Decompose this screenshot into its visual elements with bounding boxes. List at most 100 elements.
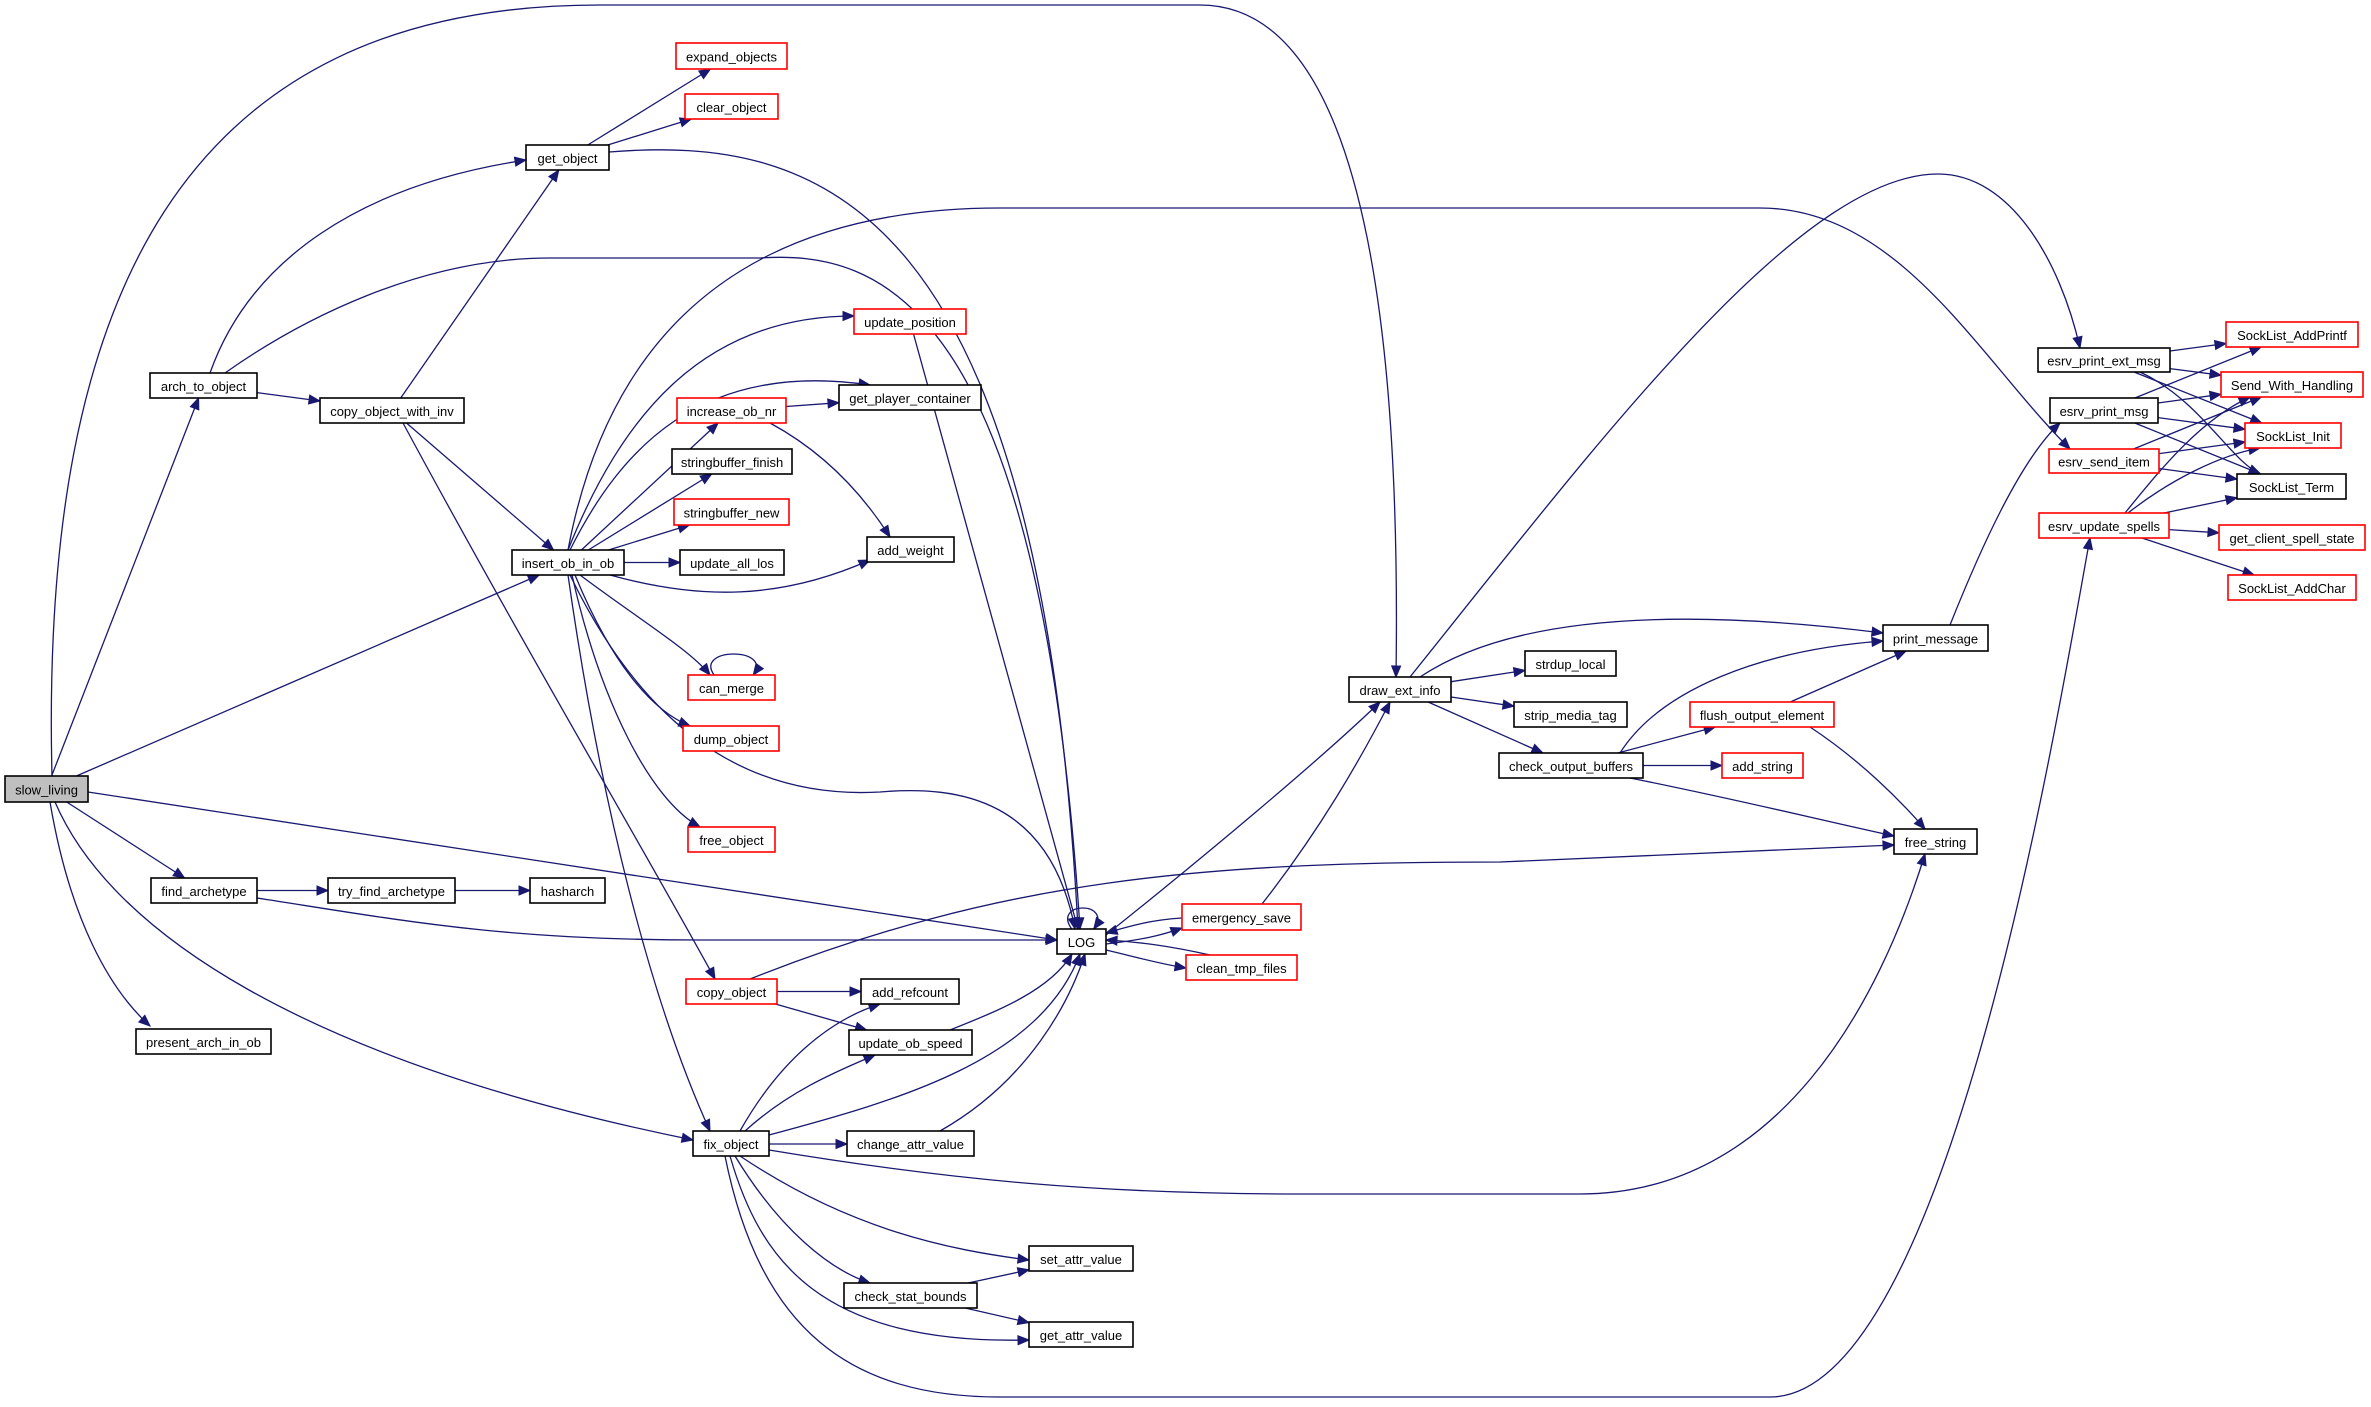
- node-box[interactable]: [843, 1282, 978, 1309]
- node-change_attr_value[interactable]: change_attr_value: [846, 1130, 975, 1157]
- node-box[interactable]: [848, 1029, 973, 1056]
- node-box[interactable]: [1028, 1245, 1134, 1272]
- node-copy_object_with_inv[interactable]: copy_object_with_inv: [319, 397, 465, 424]
- node-box[interactable]: [525, 144, 610, 171]
- node-can_merge[interactable]: can_merge: [687, 674, 776, 701]
- node-add_weight[interactable]: add_weight: [866, 536, 955, 563]
- node-clear_object[interactable]: clear_object: [684, 93, 779, 120]
- node-box[interactable]: [685, 978, 778, 1005]
- node-box[interactable]: [692, 1130, 770, 1157]
- node-free_object[interactable]: free_object: [687, 826, 776, 853]
- node-box[interactable]: [1893, 828, 1978, 855]
- node-box[interactable]: [866, 536, 955, 563]
- node-box[interactable]: [149, 372, 258, 399]
- node-box[interactable]: [511, 549, 625, 576]
- node-strdup_local[interactable]: strdup_local: [1524, 650, 1617, 677]
- node-box[interactable]: [673, 498, 790, 526]
- node-box[interactable]: [1348, 676, 1452, 703]
- node-try_find_archetype[interactable]: try_find_archetype: [327, 877, 456, 904]
- node-Send_With_Handling[interactable]: Send_With_Handling: [2220, 371, 2364, 398]
- node-box[interactable]: [687, 674, 776, 701]
- node-box[interactable]: [2227, 574, 2357, 601]
- node-emergency_save[interactable]: emergency_save: [1181, 903, 1302, 931]
- node-add_refcount[interactable]: add_refcount: [860, 978, 960, 1005]
- node-free_string[interactable]: free_string: [1893, 828, 1978, 855]
- node-get_player_container[interactable]: get_player_container: [838, 384, 982, 411]
- node-arch_to_object[interactable]: arch_to_object: [149, 372, 258, 399]
- node-expand_objects[interactable]: expand_objects: [675, 42, 788, 70]
- node-box[interactable]: [1721, 752, 1804, 779]
- node-box[interactable]: [2037, 347, 2171, 373]
- node-strip_media_tag[interactable]: strip_media_tag: [1513, 701, 1628, 728]
- node-box[interactable]: [2049, 397, 2159, 424]
- node-copy_object[interactable]: copy_object: [685, 978, 778, 1005]
- node-present_arch_in_ob[interactable]: present_arch_in_ob: [135, 1028, 272, 1055]
- node-box[interactable]: [838, 384, 982, 411]
- node-box[interactable]: [150, 877, 258, 904]
- node-box[interactable]: [684, 93, 779, 120]
- node-box[interactable]: [682, 725, 780, 752]
- node-add_string[interactable]: add_string: [1721, 752, 1804, 779]
- node-get_object[interactable]: get_object: [525, 144, 610, 171]
- node-box[interactable]: [2038, 512, 2170, 539]
- node-SockList_Term[interactable]: SockList_Term: [2236, 473, 2347, 500]
- node-get_attr_value[interactable]: get_attr_value: [1028, 1321, 1134, 1348]
- node-check_output_buffers[interactable]: check_output_buffers: [1498, 752, 1644, 779]
- node-LOG[interactable]: LOG: [1056, 928, 1107, 955]
- node-esrv_print_msg[interactable]: esrv_print_msg: [2049, 397, 2159, 424]
- node-esrv_send_item[interactable]: esrv_send_item: [2048, 448, 2160, 474]
- node-box[interactable]: [1498, 752, 1644, 779]
- node-box[interactable]: [1056, 928, 1107, 955]
- node-update_position[interactable]: update_position: [853, 308, 967, 335]
- node-box[interactable]: [2244, 422, 2342, 449]
- node-box[interactable]: [860, 978, 960, 1005]
- node-SockList_Init[interactable]: SockList_Init: [2244, 422, 2342, 449]
- node-insert_ob_in_ob[interactable]: insert_ob_in_ob: [511, 549, 625, 576]
- node-update_all_los[interactable]: update_all_los: [679, 549, 785, 576]
- node-slow_living[interactable]: slow_living: [4, 775, 89, 803]
- node-box[interactable]: [2236, 473, 2347, 500]
- node-stringbuffer_new[interactable]: stringbuffer_new: [673, 498, 790, 526]
- node-box[interactable]: [2048, 448, 2160, 474]
- node-get_client_spell_state[interactable]: get_client_spell_state: [2218, 524, 2366, 551]
- node-SockList_AddPrintf[interactable]: SockList_AddPrintf: [2225, 321, 2359, 348]
- node-find_archetype[interactable]: find_archetype: [150, 877, 258, 904]
- node-box[interactable]: [1689, 701, 1835, 728]
- node-box[interactable]: [687, 826, 776, 853]
- node-draw_ext_info[interactable]: draw_ext_info: [1348, 676, 1452, 703]
- node-box[interactable]: [319, 397, 465, 424]
- node-esrv_update_spells[interactable]: esrv_update_spells: [2038, 512, 2170, 539]
- node-SockList_AddChar[interactable]: SockList_AddChar: [2227, 574, 2357, 601]
- node-box[interactable]: [1882, 624, 1989, 652]
- node-set_attr_value[interactable]: set_attr_value: [1028, 1245, 1134, 1272]
- node-box[interactable]: [1524, 650, 1617, 677]
- node-box[interactable]: [327, 877, 456, 904]
- node-update_ob_speed[interactable]: update_ob_speed: [848, 1029, 973, 1056]
- node-check_stat_bounds[interactable]: check_stat_bounds: [843, 1282, 978, 1309]
- node-stringbuffer_finish[interactable]: stringbuffer_finish: [671, 448, 793, 475]
- node-box[interactable]: [1028, 1321, 1134, 1348]
- node-increase_ob_nr[interactable]: increase_ob_nr: [676, 397, 787, 424]
- node-box[interactable]: [2218, 524, 2366, 551]
- node-box[interactable]: [671, 448, 793, 475]
- node-box[interactable]: [846, 1130, 975, 1157]
- node-box[interactable]: [529, 877, 606, 904]
- node-esrv_print_ext_msg[interactable]: esrv_print_ext_msg: [2037, 347, 2171, 373]
- node-box[interactable]: [4, 775, 89, 803]
- node-clean_tmp_files[interactable]: clean_tmp_files: [1185, 954, 1298, 981]
- node-fix_object[interactable]: fix_object: [692, 1130, 770, 1157]
- node-box[interactable]: [1181, 903, 1302, 931]
- node-box[interactable]: [675, 42, 788, 70]
- node-box[interactable]: [2220, 371, 2364, 398]
- node-dump_object[interactable]: dump_object: [682, 725, 780, 752]
- node-flush_output_element[interactable]: flush_output_element: [1689, 701, 1835, 728]
- node-box[interactable]: [1513, 701, 1628, 728]
- node-print_message[interactable]: print_message: [1882, 624, 1989, 652]
- node-box[interactable]: [853, 308, 967, 335]
- node-box[interactable]: [679, 549, 785, 576]
- node-box[interactable]: [135, 1028, 272, 1055]
- node-box[interactable]: [2225, 321, 2359, 348]
- node-hasharch[interactable]: hasharch: [529, 877, 606, 904]
- node-box[interactable]: [1185, 954, 1298, 981]
- node-box[interactable]: [676, 397, 787, 424]
